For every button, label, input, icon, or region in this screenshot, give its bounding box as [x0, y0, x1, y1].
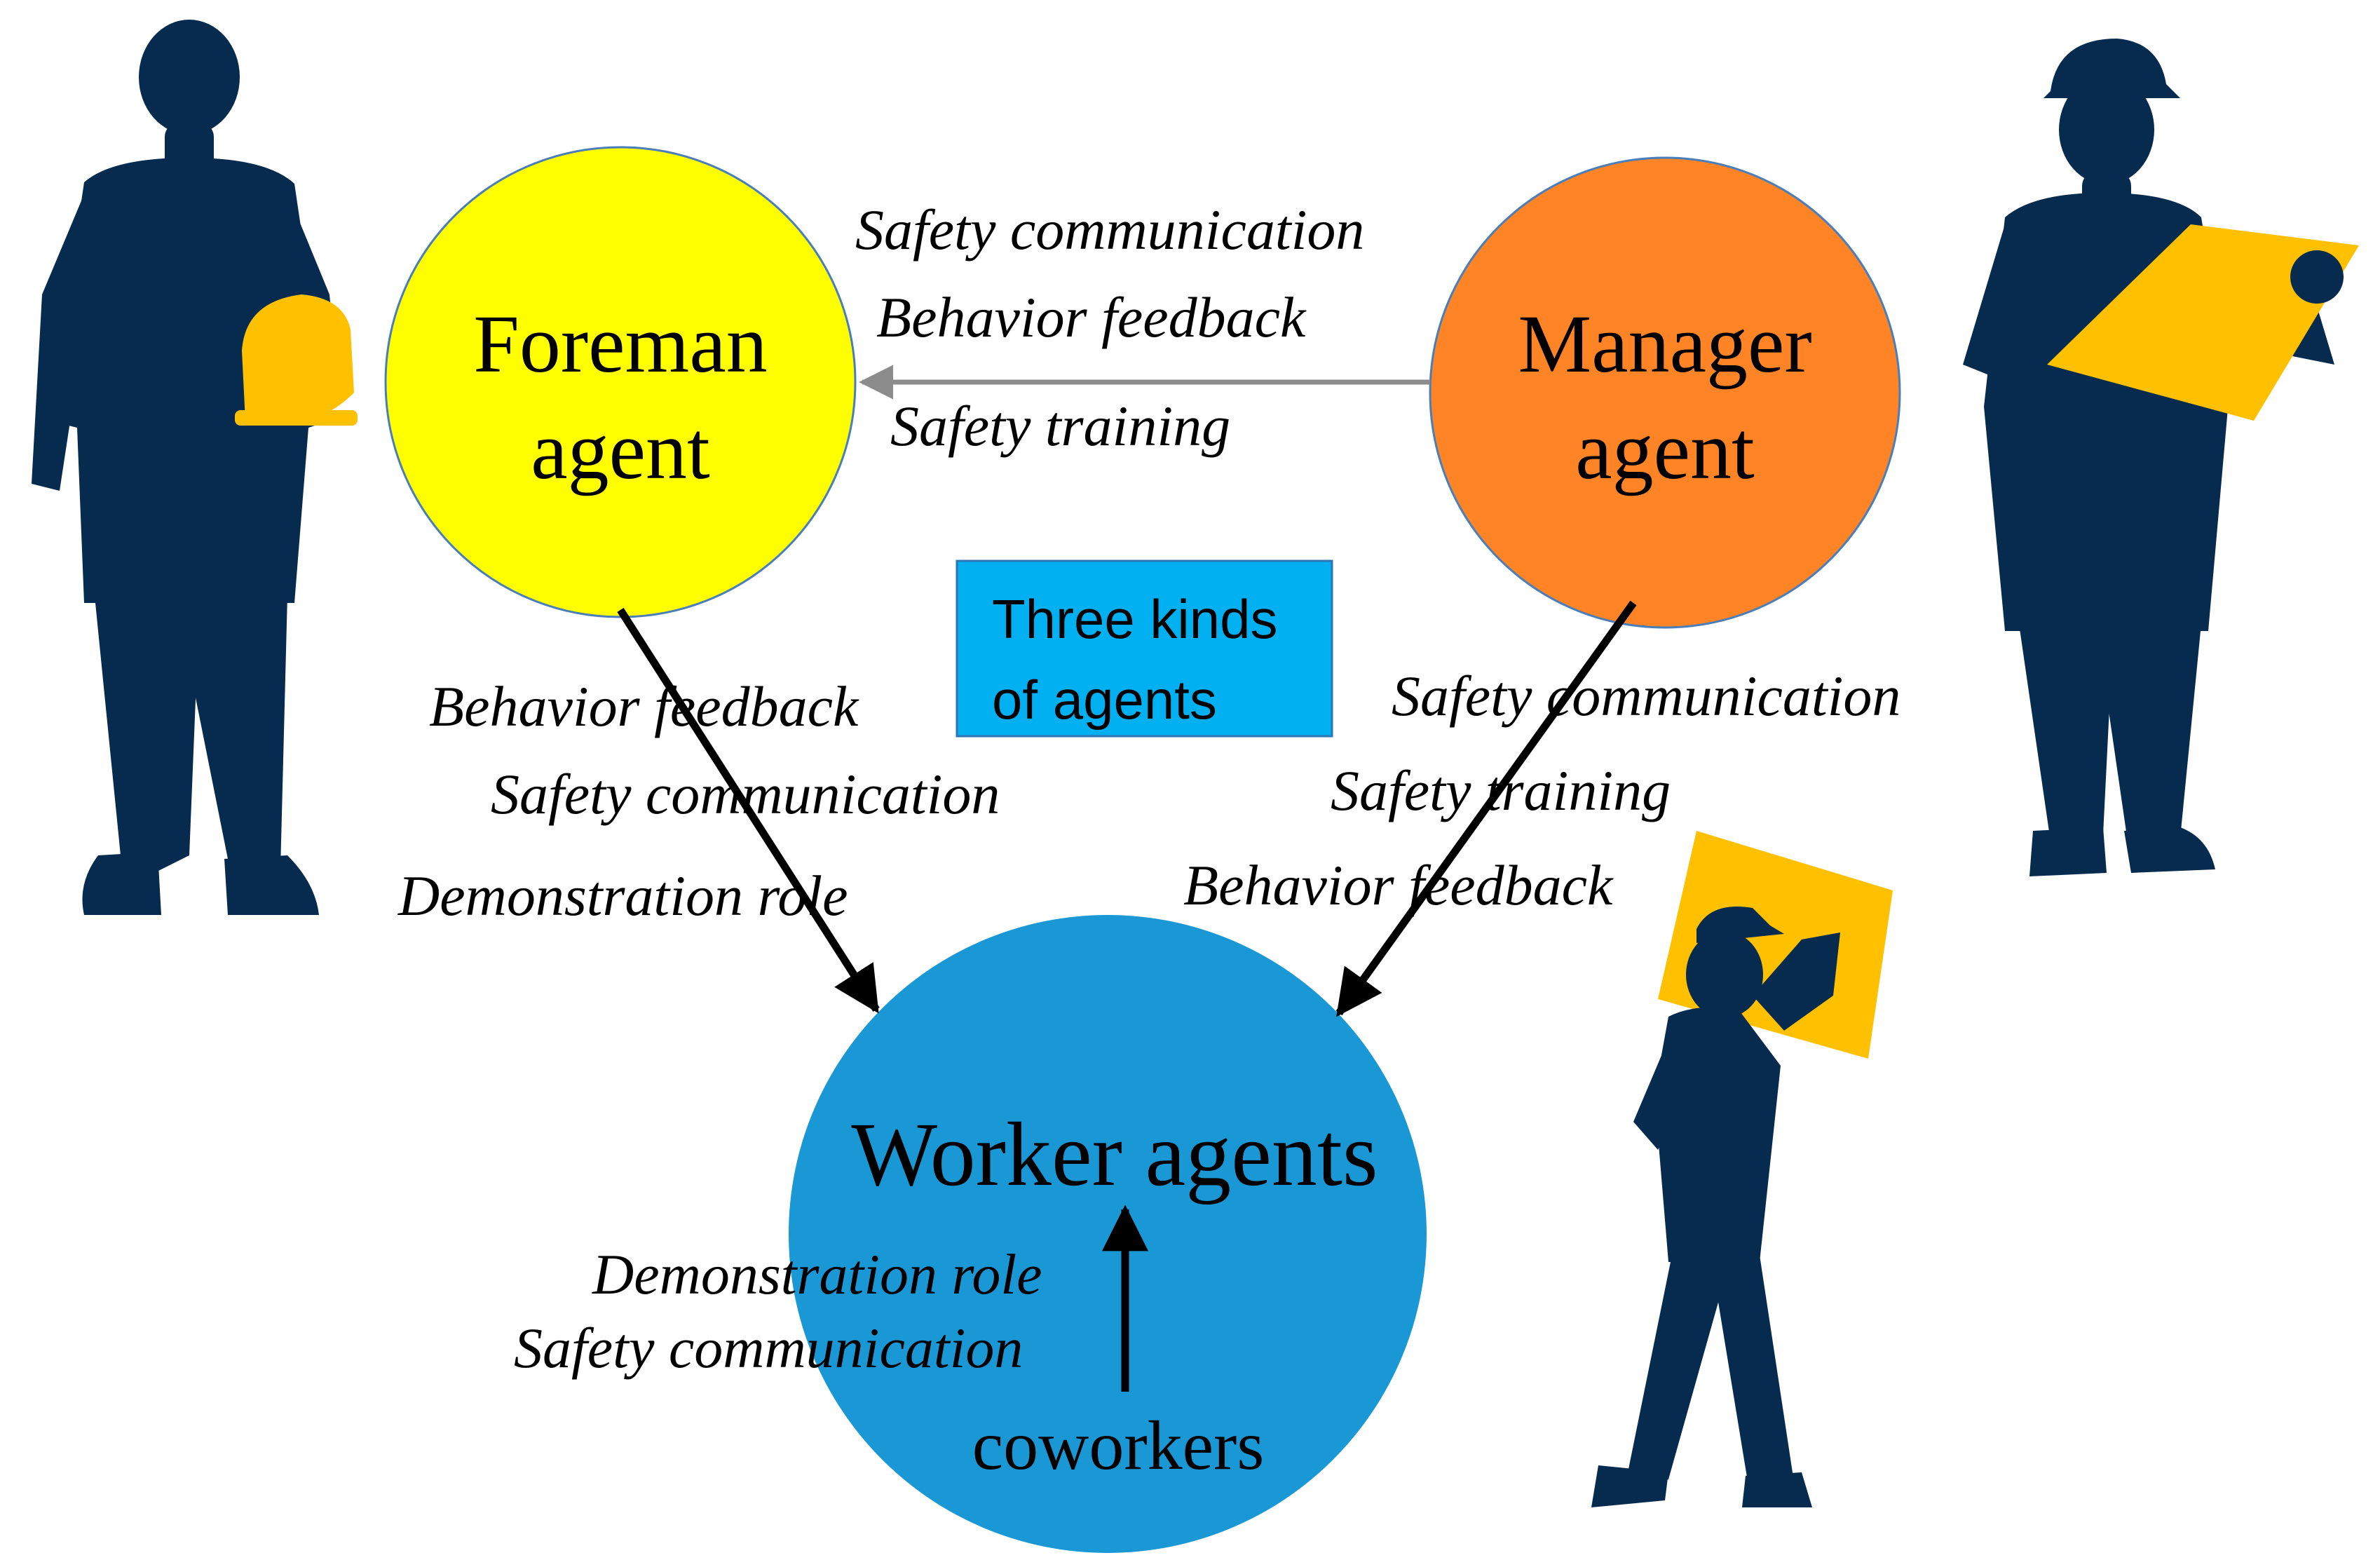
edge-label: Safety training — [890, 394, 1230, 458]
edge-label: Behavior feedback — [429, 674, 859, 738]
edge-label: Demonstration role — [397, 864, 848, 928]
edge-label: Behavior feedback — [1183, 853, 1614, 917]
edge-label: Safety communication — [1392, 664, 1900, 728]
manager-node-subtitle: agent — [1575, 405, 1755, 496]
foreman-to-worker-arrow — [617, 608, 880, 1014]
center-box-line-2: of agents — [992, 669, 1217, 731]
manager-agent-node — [1429, 156, 1901, 629]
worker-node-title: Worker agents — [851, 1104, 1378, 1205]
manager-to-foreman-labels: Safety communication Behavior feedback S… — [855, 198, 1364, 458]
foreman-node-title: Foreman — [473, 298, 767, 390]
edge-label: Demonstration role — [592, 1242, 1042, 1306]
worker-carrying-box-icon — [1591, 831, 1893, 1507]
edge-label: Safety communication — [514, 1316, 1023, 1380]
edge-label: Behavior feedback — [876, 285, 1307, 349]
manager-to-worker-arrow — [1335, 600, 1637, 1017]
three-kinds-of-agents-box — [956, 559, 1333, 738]
coworkers-label: coworkers — [972, 1406, 1265, 1484]
manager-to-worker-labels: Safety communication Safety training Beh… — [1183, 664, 1900, 917]
edge-label: Safety communication — [855, 198, 1364, 262]
edge-label: Safety training — [1331, 759, 1671, 822]
manager-node-title: Manager — [1518, 298, 1811, 390]
foreman-to-worker-labels: Behavior feedback Safety communication D… — [397, 674, 1000, 928]
coworkers-to-worker-labels: Demonstration role Safety communication — [514, 1242, 1042, 1380]
edge-label: Safety communication — [491, 762, 1000, 826]
center-box-line-1: Three kinds — [992, 588, 1278, 650]
worker-reading-document-icon — [1963, 39, 2359, 876]
foreman-node-subtitle: agent — [531, 405, 710, 496]
worker-holding-helmet-icon — [32, 20, 358, 915]
